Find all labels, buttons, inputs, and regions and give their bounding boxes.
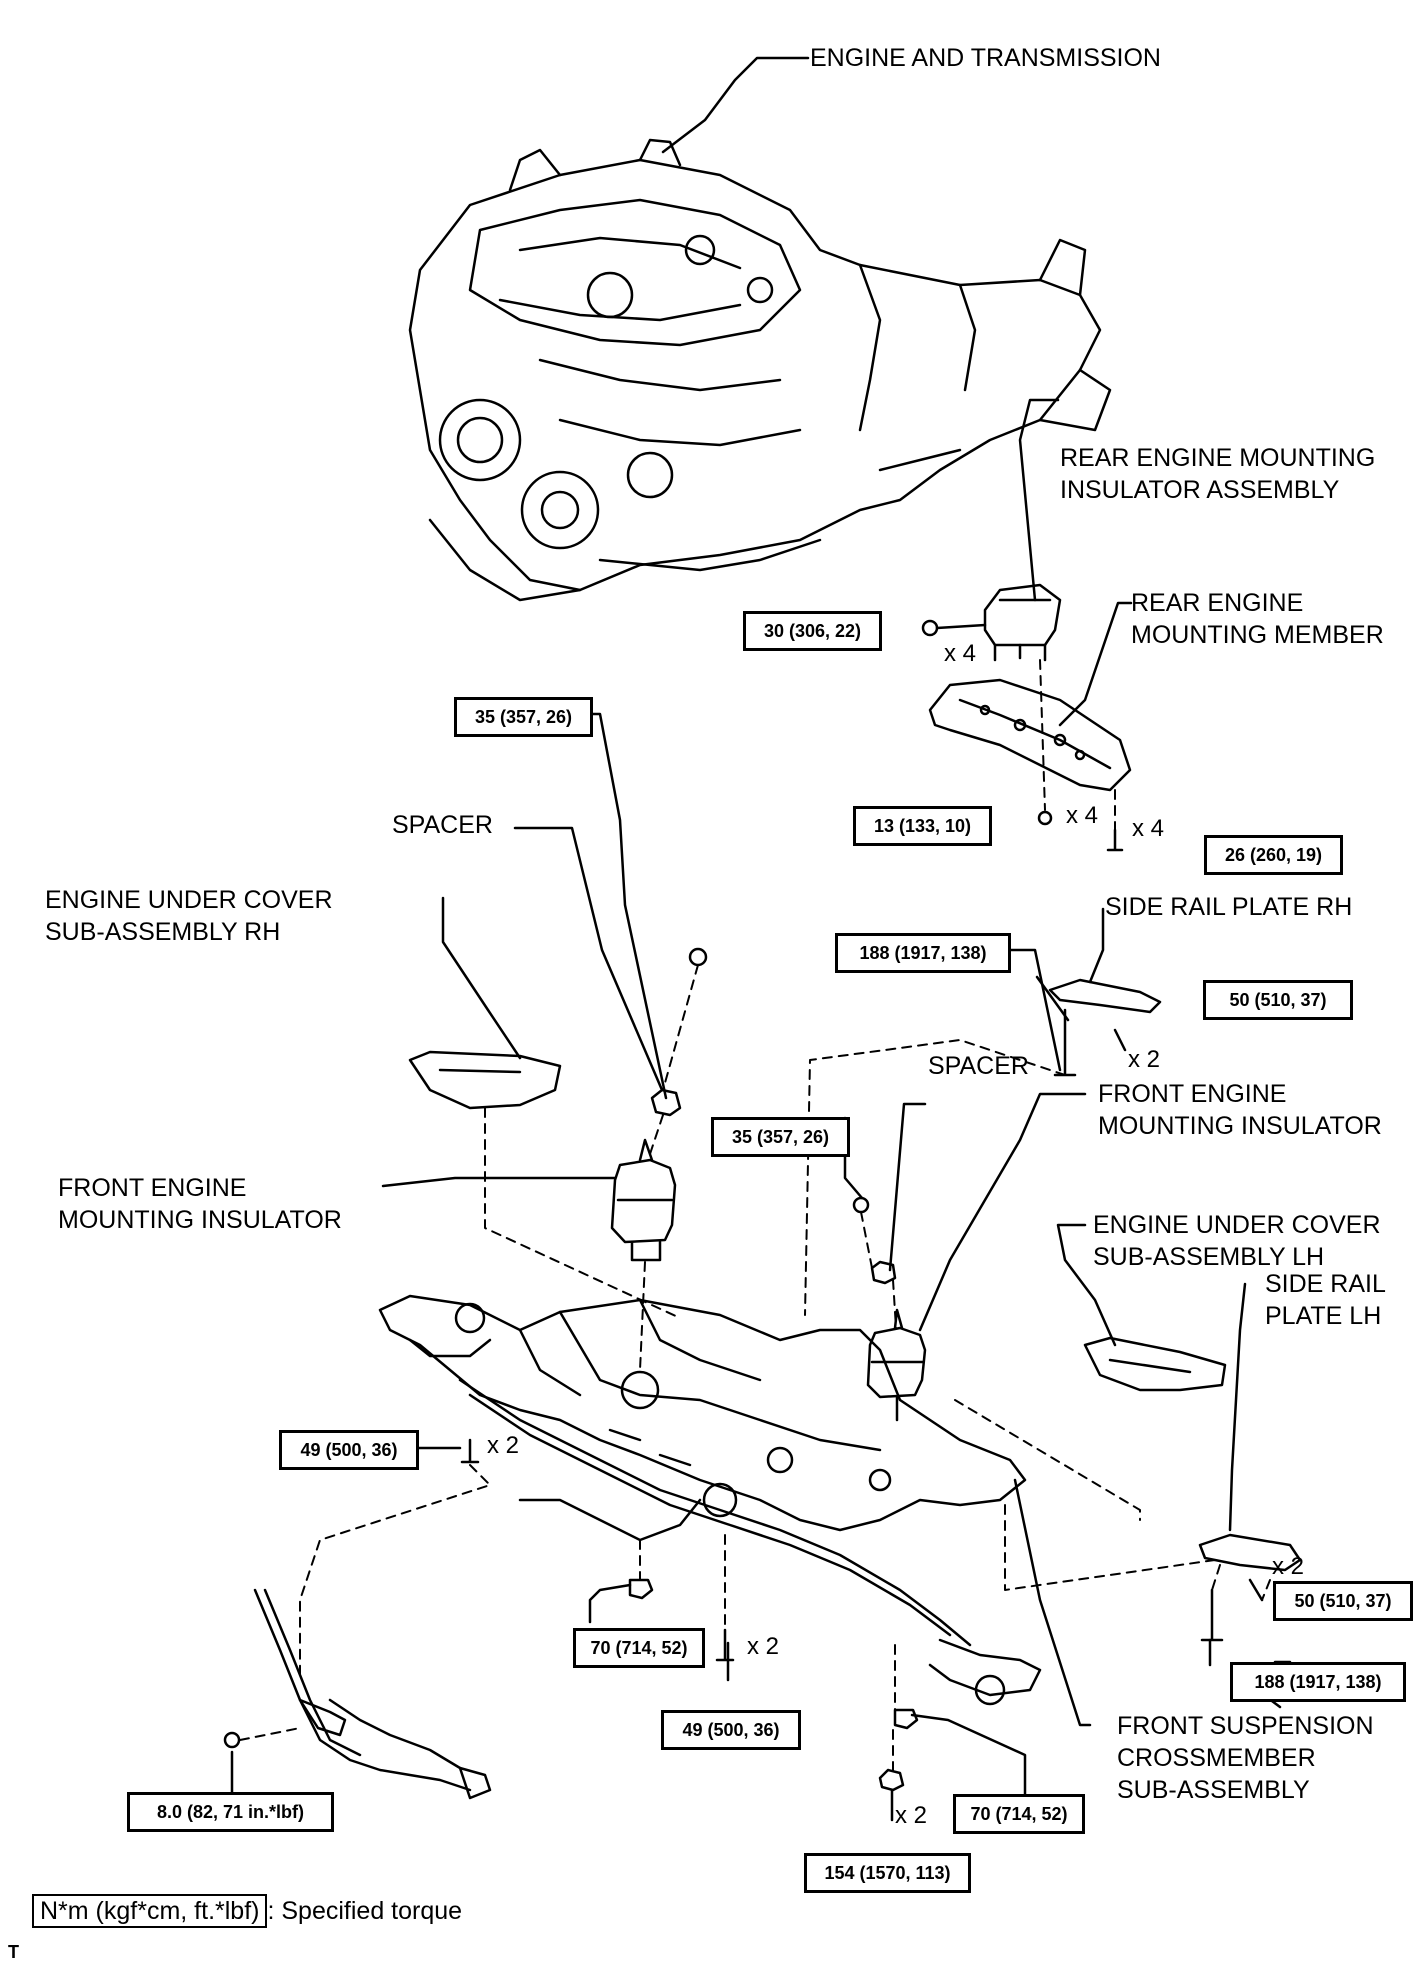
torque-spacer-nut-left: 35 (357, 26) [454,697,593,737]
under-cover-rh-drawing [408,1050,562,1110]
label-front-insulator-left: FRONT ENGINE MOUNTING INSULATOR [58,1172,342,1236]
label-spacer-right: SPACER [928,1050,1029,1082]
label-line: SPACER [392,811,493,839]
torque-side-rail-rh-bolt: 50 (510, 37) [1203,980,1353,1020]
label-line: SIDE RAIL [1265,1270,1386,1298]
torque-rear-insulator-bolt: 30 (306, 22) [743,611,882,651]
wire-harness-drawing [223,1588,492,1800]
alignment-lines [239,659,1271,1776]
qty-rear-insulator-bolt: x 4 [944,640,977,667]
rear-member-drawing [928,678,1132,852]
qty-side-rail-rh-bolt: x 2 [1128,1046,1161,1073]
label-line: ENGINE AND TRANSMISSION [810,44,1161,72]
torque-crossmember-left-bolt: 49 (500, 36) [279,1430,419,1470]
label-side-rail-lh: SIDE RAIL PLATE LH [1265,1268,1386,1332]
label-line: SUB-ASSEMBLY RH [45,918,281,946]
qty-crossmember-bolt-center: x 2 [747,1633,780,1660]
front-insulator-right-drawing [866,1308,927,1422]
qty-rear-member-nut: x 4 [1066,802,1099,829]
label-front-insulator-right: FRONT ENGINE MOUNTING INSULATOR [1098,1078,1382,1142]
label-line: SUB-ASSEMBLY LH [1093,1243,1325,1271]
label-under-cover-rh: ENGINE UNDER COVER SUB-ASSEMBLY RH [45,884,333,948]
rear-insulator-drawing [921,583,1062,662]
label-line: MOUNTING MEMBER [1131,621,1384,649]
label-line: ENGINE UNDER COVER [45,886,333,914]
legend-units: N*m (kgf*cm, ft.*lbf) [32,1894,268,1928]
qty-rear-member-bolt: x 4 [1132,815,1165,842]
torque-crossmember-nut-left: 70 (714, 52) [573,1628,705,1668]
label-line: FRONT ENGINE [1098,1080,1287,1108]
label-line: PLATE LH [1265,1302,1382,1330]
side-rail-lh-drawing [1198,1533,1302,1642]
torque-rear-member-bolt: 26 (260, 19) [1204,835,1343,875]
torque-side-rail-lh-bolt: 50 (510, 37) [1273,1581,1413,1621]
torque-legend: N*m (kgf*cm, ft.*lbf): Specified torque [32,1894,463,1928]
label-line: CROSSMEMBER [1117,1744,1316,1772]
torque-spacer-nut-right: 35 (357, 26) [711,1117,850,1157]
engine-transmission-drawing [408,138,1112,602]
label-line: INSULATOR ASSEMBLY [1060,476,1340,504]
label-crossmember: FRONT SUSPENSION CROSSMEMBER SUB-ASSEMBL… [1117,1710,1374,1806]
label-rear-insulator: REAR ENGINE MOUNTING INSULATOR ASSEMBLY [1060,442,1375,506]
corner-mark: T [8,1942,19,1962]
torque-harness-bolt: 8.0 (82, 71 in.*lbf) [127,1792,334,1832]
torque-crossmember-nut-right: 70 (714, 52) [953,1794,1085,1834]
label-side-rail-rh: SIDE RAIL PLATE RH [1105,891,1352,923]
torque-side-rail-rh-long-bolt: 188 (1917, 138) [835,933,1011,973]
label-line: SUB-ASSEMBLY [1117,1776,1310,1804]
qty-crossmember-left-bolt: x 2 [487,1432,520,1459]
torque-crossmember-bolt-center: 49 (500, 36) [661,1710,801,1750]
label-line: SIDE RAIL PLATE RH [1105,893,1353,921]
torque-side-rail-lh-long-bolt: 188 (1917, 138) [1230,1662,1406,1702]
label-spacer-left: SPACER [392,809,493,841]
leader-lines [230,56,1292,1822]
label-line: FRONT SUSPENSION [1117,1712,1374,1740]
label-engine-transmission: ENGINE AND TRANSMISSION [810,42,1161,74]
label-line: FRONT ENGINE [58,1174,247,1202]
label-line: ENGINE UNDER COVER [1093,1211,1381,1239]
qty-side-rail-lh-bolt: x 2 [1272,1553,1305,1580]
front-insulator-left-drawing [610,1138,677,1262]
qty-crossmember-bolt-bottom: x 2 [895,1802,928,1829]
torque-crossmember-bolt-bottom: 154 (1570, 113) [804,1853,971,1893]
label-line: REAR ENGINE MOUNTING [1060,444,1376,472]
crossmember-drawing [378,1294,1042,1792]
label-rear-member: REAR ENGINE MOUNTING MEMBER [1131,587,1384,651]
label-line: SPACER [928,1052,1029,1080]
label-line: MOUNTING INSULATOR [1098,1112,1382,1140]
torque-rear-member-nut: 13 (133, 10) [853,806,992,846]
label-line: MOUNTING INSULATOR [58,1206,342,1234]
label-under-cover-lh: ENGINE UNDER COVER SUB-ASSEMBLY LH [1093,1209,1381,1273]
label-line: REAR ENGINE [1131,589,1304,617]
under-cover-lh-drawing [1083,1336,1227,1392]
legend-description: : Specified torque [267,1897,463,1925]
